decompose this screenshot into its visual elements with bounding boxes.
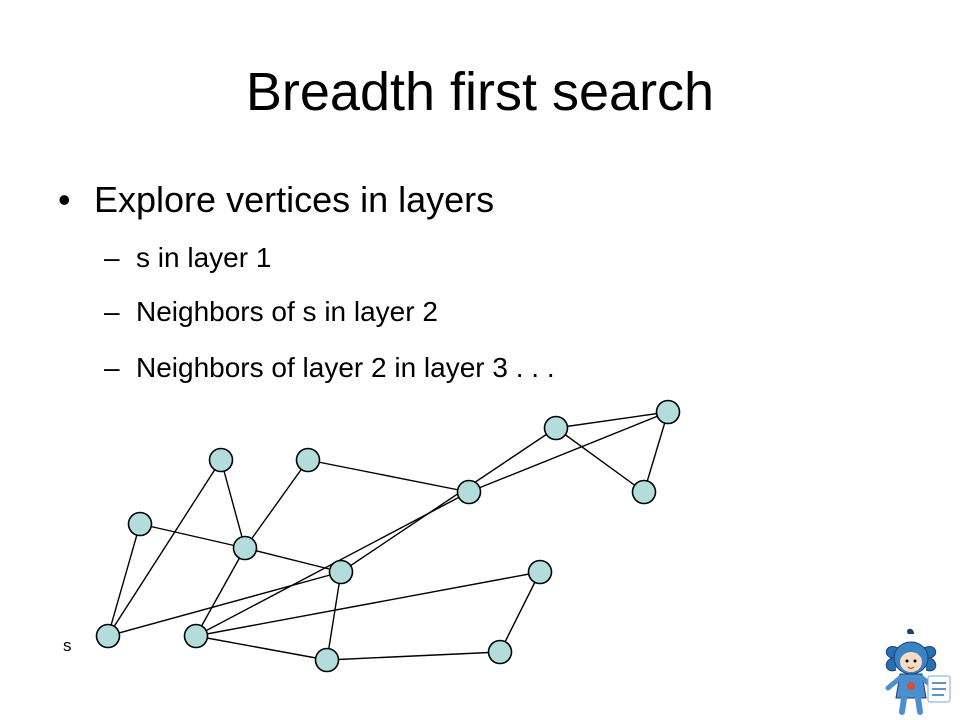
sub-item-text: s in layer 1 [136, 242, 272, 273]
graph-edge [195, 635, 328, 661]
graph-nodes [95, 399, 681, 673]
sub-marker: – [104, 296, 120, 327]
graph-vertex [295, 447, 321, 473]
graph-edge [107, 523, 141, 637]
sub-item-layer-1: –s in layer 1 [104, 236, 271, 280]
sub-item-text: Neighbors of s in layer 2 [136, 296, 438, 327]
graph-vertex [183, 623, 209, 649]
graph-edge [195, 547, 246, 637]
graph-vertex [95, 623, 121, 649]
graph-edge [307, 459, 470, 493]
graph-edge [326, 571, 342, 661]
graph-edge [340, 427, 557, 573]
graph-edge [555, 427, 645, 493]
graph-edge [195, 571, 541, 637]
graph-edge [468, 411, 669, 493]
graph-edge [244, 547, 342, 573]
graph-edges [107, 411, 669, 661]
graph-edge [107, 571, 342, 637]
sub-item-text: Neighbors of layer 2 in layer 3 . . . [136, 352, 555, 383]
graph-edge [139, 523, 246, 549]
graph-vertex [208, 447, 234, 473]
mascot-logo [885, 628, 951, 715]
graph-vertex [127, 511, 153, 537]
graph-edge [244, 459, 309, 549]
bullet-explore: • Explore vertices in layers [58, 172, 494, 228]
graph-edge [555, 411, 669, 429]
graph-vertex [314, 647, 340, 673]
graph-vertex [487, 639, 513, 665]
graph-vertex [631, 479, 657, 505]
sub-marker: – [104, 242, 120, 273]
bullet-marker: • [58, 179, 71, 220]
graph-edge [220, 459, 246, 549]
graph-vertex [456, 479, 482, 505]
graph-edge [499, 571, 541, 653]
start-vertex-label: s [63, 636, 72, 655]
graph-edge [326, 651, 501, 661]
graph-vertex [527, 559, 553, 585]
sub-item-layer-3: –Neighbors of layer 2 in layer 3 . . . [104, 346, 555, 390]
graph-vertex [232, 535, 258, 561]
slide-title: Breadth first search [245, 62, 715, 122]
graph-vertex [543, 415, 569, 441]
graph-vertex [328, 559, 354, 585]
bullet-text: Explore vertices in layers [94, 179, 495, 220]
sub-marker: – [104, 352, 120, 383]
graph-vertex [655, 399, 681, 425]
sub-item-layer-2: –Neighbors of s in layer 2 [104, 290, 438, 334]
graph-edge [643, 411, 669, 493]
graph-edge [107, 459, 222, 637]
